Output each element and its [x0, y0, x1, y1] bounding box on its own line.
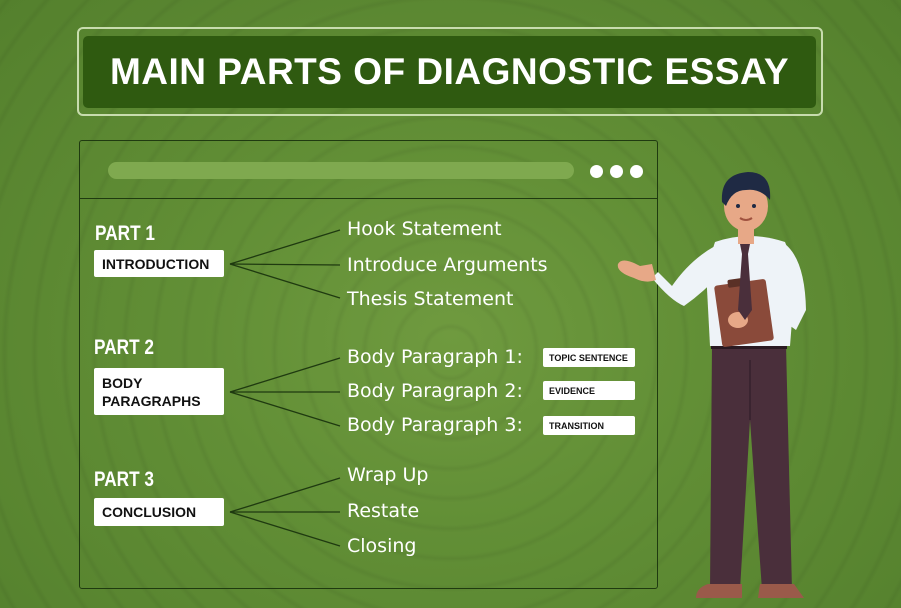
list-item: Restate: [347, 500, 420, 522]
window-dot-icon: [590, 165, 603, 178]
trousers: [710, 345, 792, 590]
part-1-label: PART 1: [95, 222, 155, 245]
hair: [721, 172, 771, 206]
page-title: MAIN PARTS OF DIAGNOSTIC ESSAY: [109, 51, 789, 92]
title-frame: [77, 27, 823, 116]
list-item: Body Paragraph 2:: [347, 380, 523, 402]
list-item: Wrap Up: [347, 464, 429, 486]
section-introduction: INTRODUCTION: [94, 250, 224, 277]
section-body-paragraphs: BODY PARAGRAPHS: [94, 368, 224, 415]
right-shoe: [758, 584, 804, 598]
list-item: Body Paragraph 3:: [347, 414, 523, 436]
section-line: BODY: [102, 374, 143, 391]
list-item: Hook Statement: [347, 218, 502, 240]
left-shoe: [696, 584, 742, 598]
connector-line: [229, 263, 341, 266]
window-bar: [80, 141, 657, 199]
window-dot-icon: [630, 165, 643, 178]
list-item: Introduce Arguments: [347, 254, 548, 276]
tie: [738, 244, 752, 320]
connector-line: [229, 263, 341, 299]
browser-window: [79, 140, 658, 589]
connector-line: [229, 357, 341, 393]
list-item: Closing: [347, 535, 417, 557]
connector-line: [229, 511, 341, 547]
section-line: PARAGRAPHS: [102, 392, 201, 409]
connector-line: [229, 477, 341, 513]
list-item: Body Paragraph 1:: [347, 346, 523, 368]
head: [724, 181, 768, 231]
connector-line: [229, 391, 341, 427]
tag-topic-sentence: TOPIC SENTENCE: [543, 348, 635, 367]
address-bar: [108, 162, 574, 179]
tag-evidence: EVIDENCE: [543, 381, 635, 400]
section-conclusion: CONCLUSION: [94, 498, 224, 526]
list-item: Thesis Statement: [347, 288, 514, 310]
part-3-label: PART 3: [94, 468, 154, 491]
part-2-label: PART 2: [94, 336, 154, 359]
hand: [617, 260, 656, 282]
presenter-illustration: [617, 172, 806, 598]
connector-line: [229, 229, 341, 265]
window-dot-icon: [610, 165, 623, 178]
tag-transition: TRANSITION: [543, 416, 635, 435]
title-banner: MAIN PARTS OF DIAGNOSTIC ESSAY: [83, 36, 816, 108]
